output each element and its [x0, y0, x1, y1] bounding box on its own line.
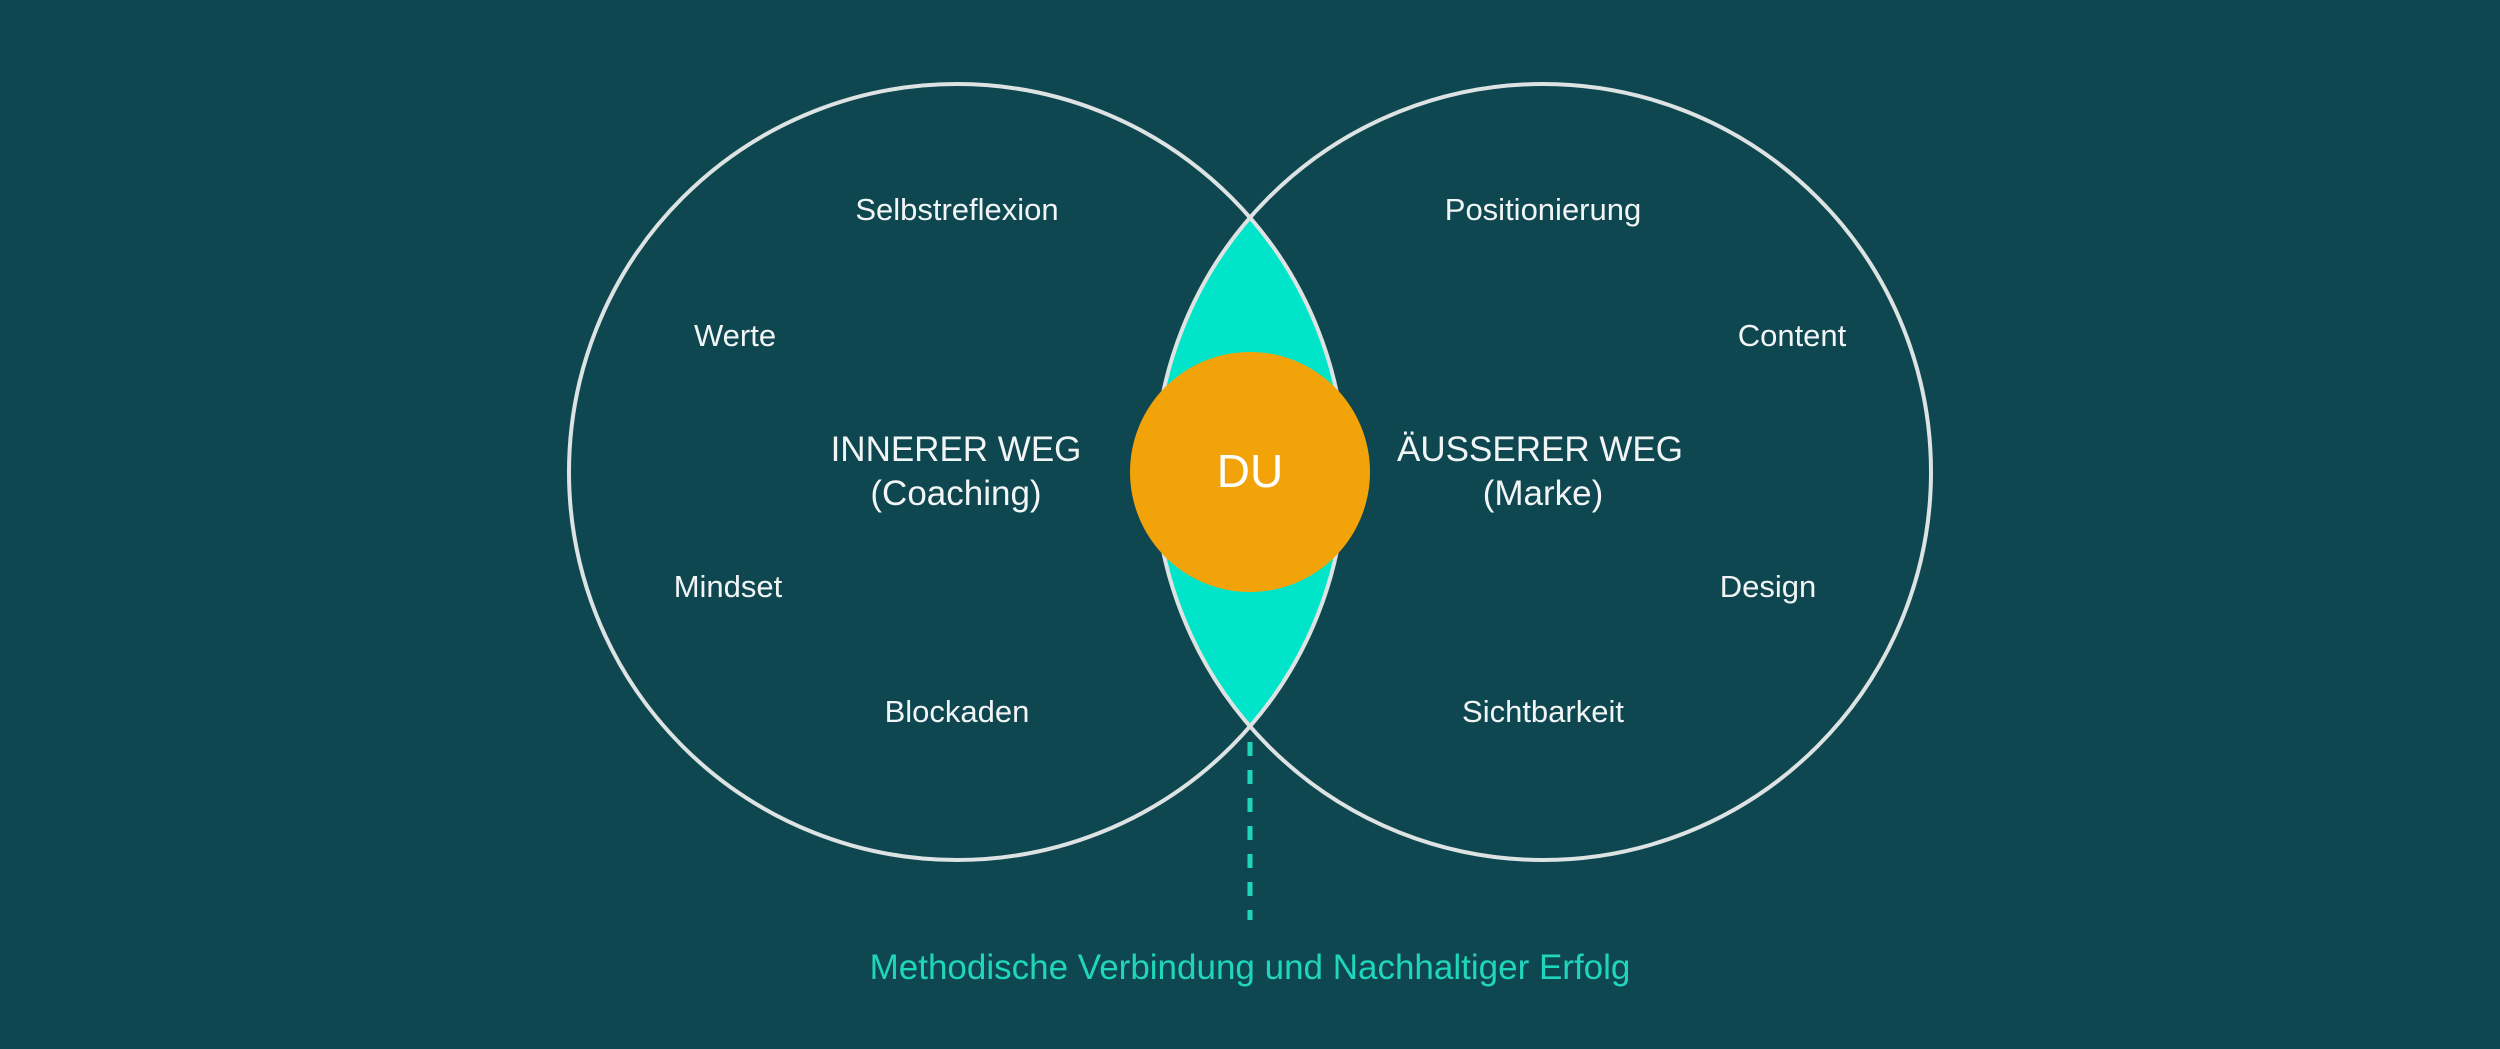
center-disc [1130, 352, 1370, 592]
center-label: DU [1217, 445, 1283, 497]
left-item-lower-side: Mindset [674, 569, 783, 604]
left-item-upper-side: Werte [694, 318, 776, 353]
footer-caption: Methodische Verbindung und Nachhaltiger … [870, 948, 1631, 987]
left-item-bottom: Blockaden [885, 694, 1030, 729]
left-circle-subtitle: (Coaching) [870, 474, 1041, 513]
right-circle-title: ÄUSSERER WEG [1397, 430, 1683, 469]
right-item-bottom: Sichtbarkeit [1462, 694, 1624, 729]
right-item-upper-side: Content [1738, 318, 1847, 353]
left-item-top: Selbstreflexion [855, 192, 1058, 227]
right-circle-subtitle: (Marke) [1483, 474, 1604, 513]
right-item-lower-side: Design [1720, 569, 1817, 604]
left-circle-title: INNERER WEG [831, 430, 1082, 469]
right-item-top: Positionierung [1445, 192, 1641, 227]
